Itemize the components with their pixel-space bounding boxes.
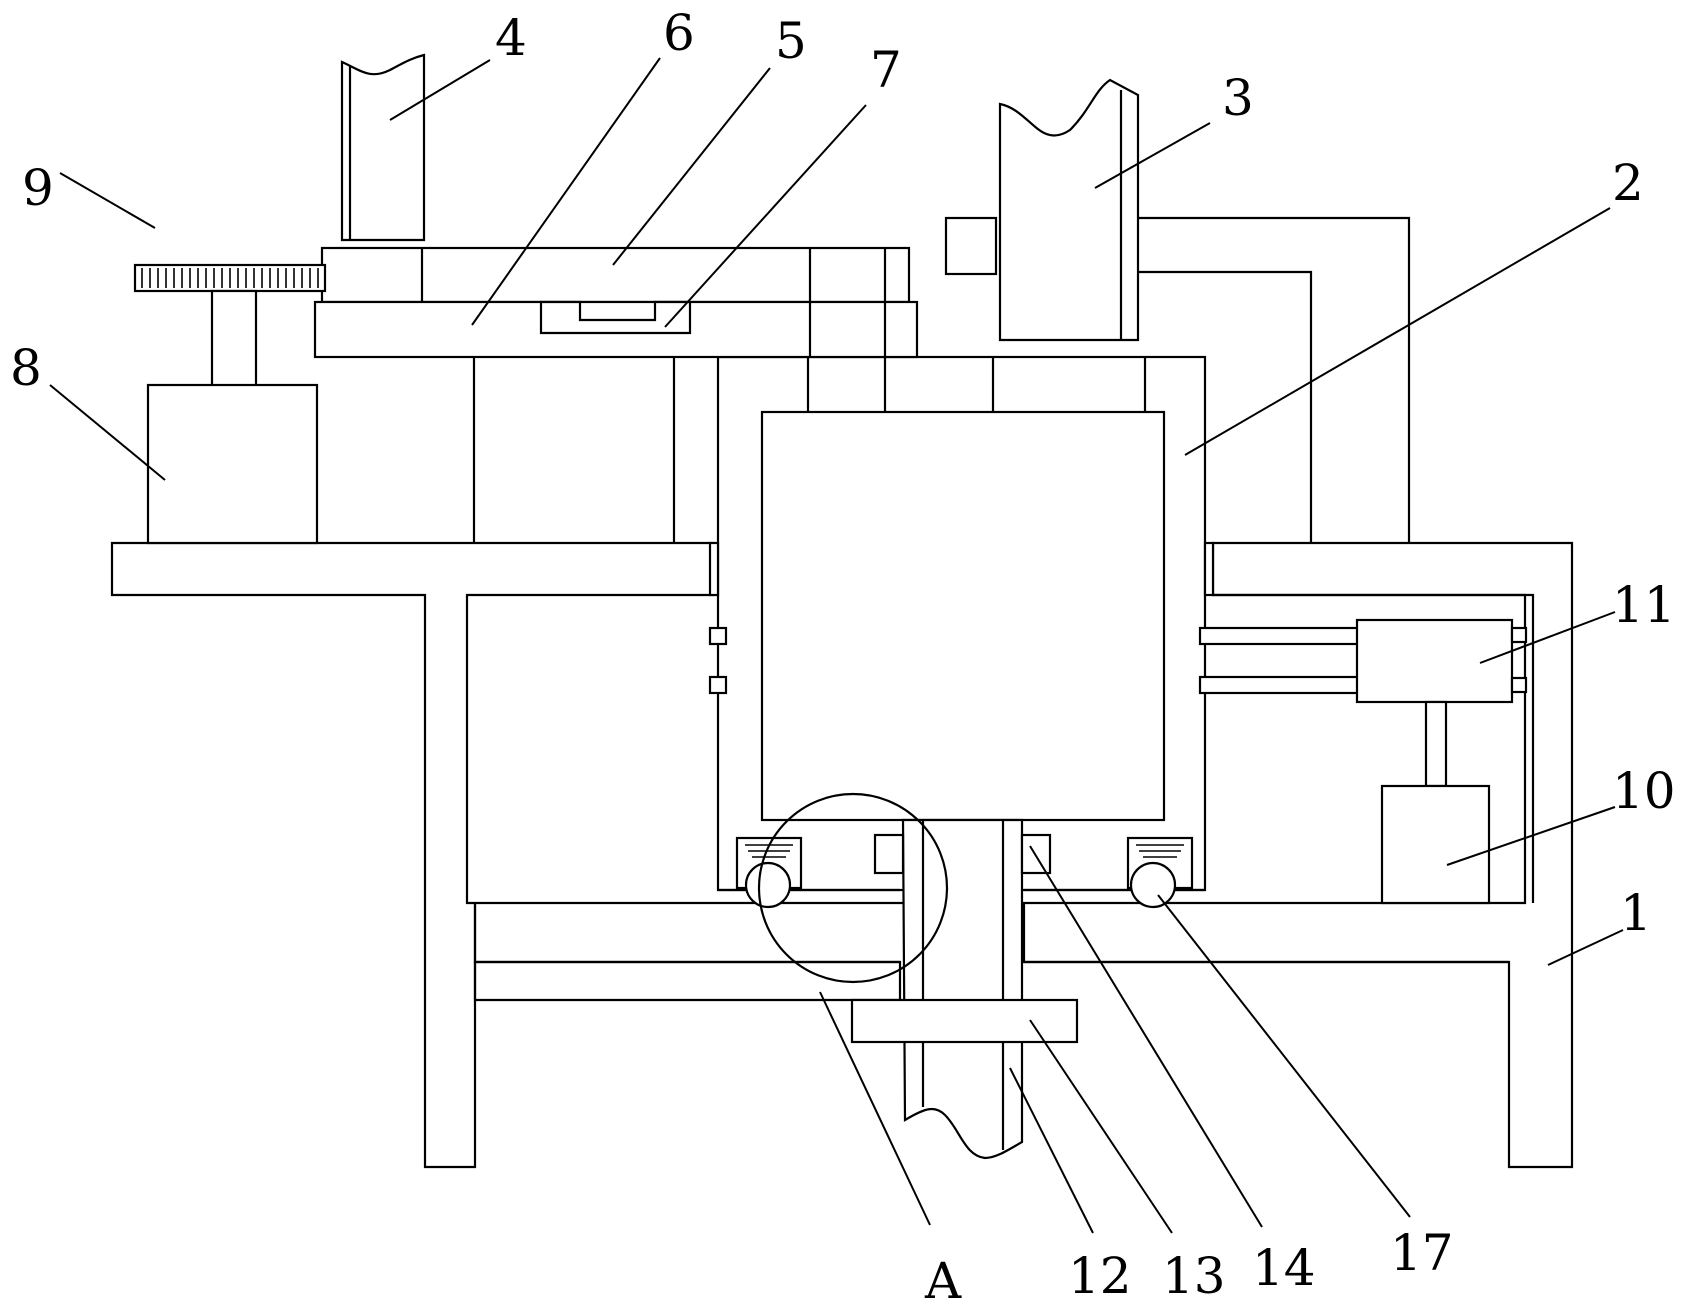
left-clips <box>708 541 728 695</box>
label-8: 8 <box>10 339 42 397</box>
roller-part-3 <box>944 78 1140 342</box>
label-1: 1 <box>1620 884 1652 942</box>
frame-part-1 <box>110 541 1574 1169</box>
flange-part-13 <box>850 998 1079 1044</box>
label-13: 13 <box>1162 1247 1226 1305</box>
gear-part-9 <box>133 263 327 389</box>
plate-part-6 <box>313 300 919 359</box>
housing-part-2 <box>716 355 1207 892</box>
bracket-arm <box>1138 216 1411 543</box>
support-posts <box>472 357 676 543</box>
label-17: 17 <box>1390 1224 1454 1282</box>
right-enclosure <box>1203 541 1535 903</box>
pipe-part-4 <box>340 53 426 242</box>
label-6: 6 <box>663 4 695 62</box>
label-10: 10 <box>1612 762 1676 820</box>
part-labels: 1 2 3 4 5 6 7 8 9 10 11 12 13 14 17 A <box>10 4 1676 1310</box>
cylinder-part-11 <box>1198 618 1528 788</box>
label-12: 12 <box>1068 1247 1132 1305</box>
shaft-part-12 <box>901 818 1024 1160</box>
label-3: 3 <box>1222 69 1254 127</box>
bearing-part-17-left <box>735 836 803 909</box>
label-a: A <box>924 1252 962 1310</box>
label-2: 2 <box>1612 154 1644 212</box>
label-5: 5 <box>775 12 807 70</box>
plate-part-5 <box>320 246 911 304</box>
bearing-part-17-right <box>1126 836 1194 909</box>
motor-part-8 <box>146 383 319 545</box>
seal-part-14 <box>873 833 1052 875</box>
label-14: 14 <box>1252 1239 1316 1297</box>
detail-circle-a <box>757 792 949 984</box>
leader-lines <box>49 57 1624 1234</box>
label-4: 4 <box>495 9 527 67</box>
motor-part-10 <box>1380 784 1491 905</box>
label-9: 9 <box>22 159 54 217</box>
label-11: 11 <box>1612 576 1676 634</box>
label-7: 7 <box>870 41 902 99</box>
